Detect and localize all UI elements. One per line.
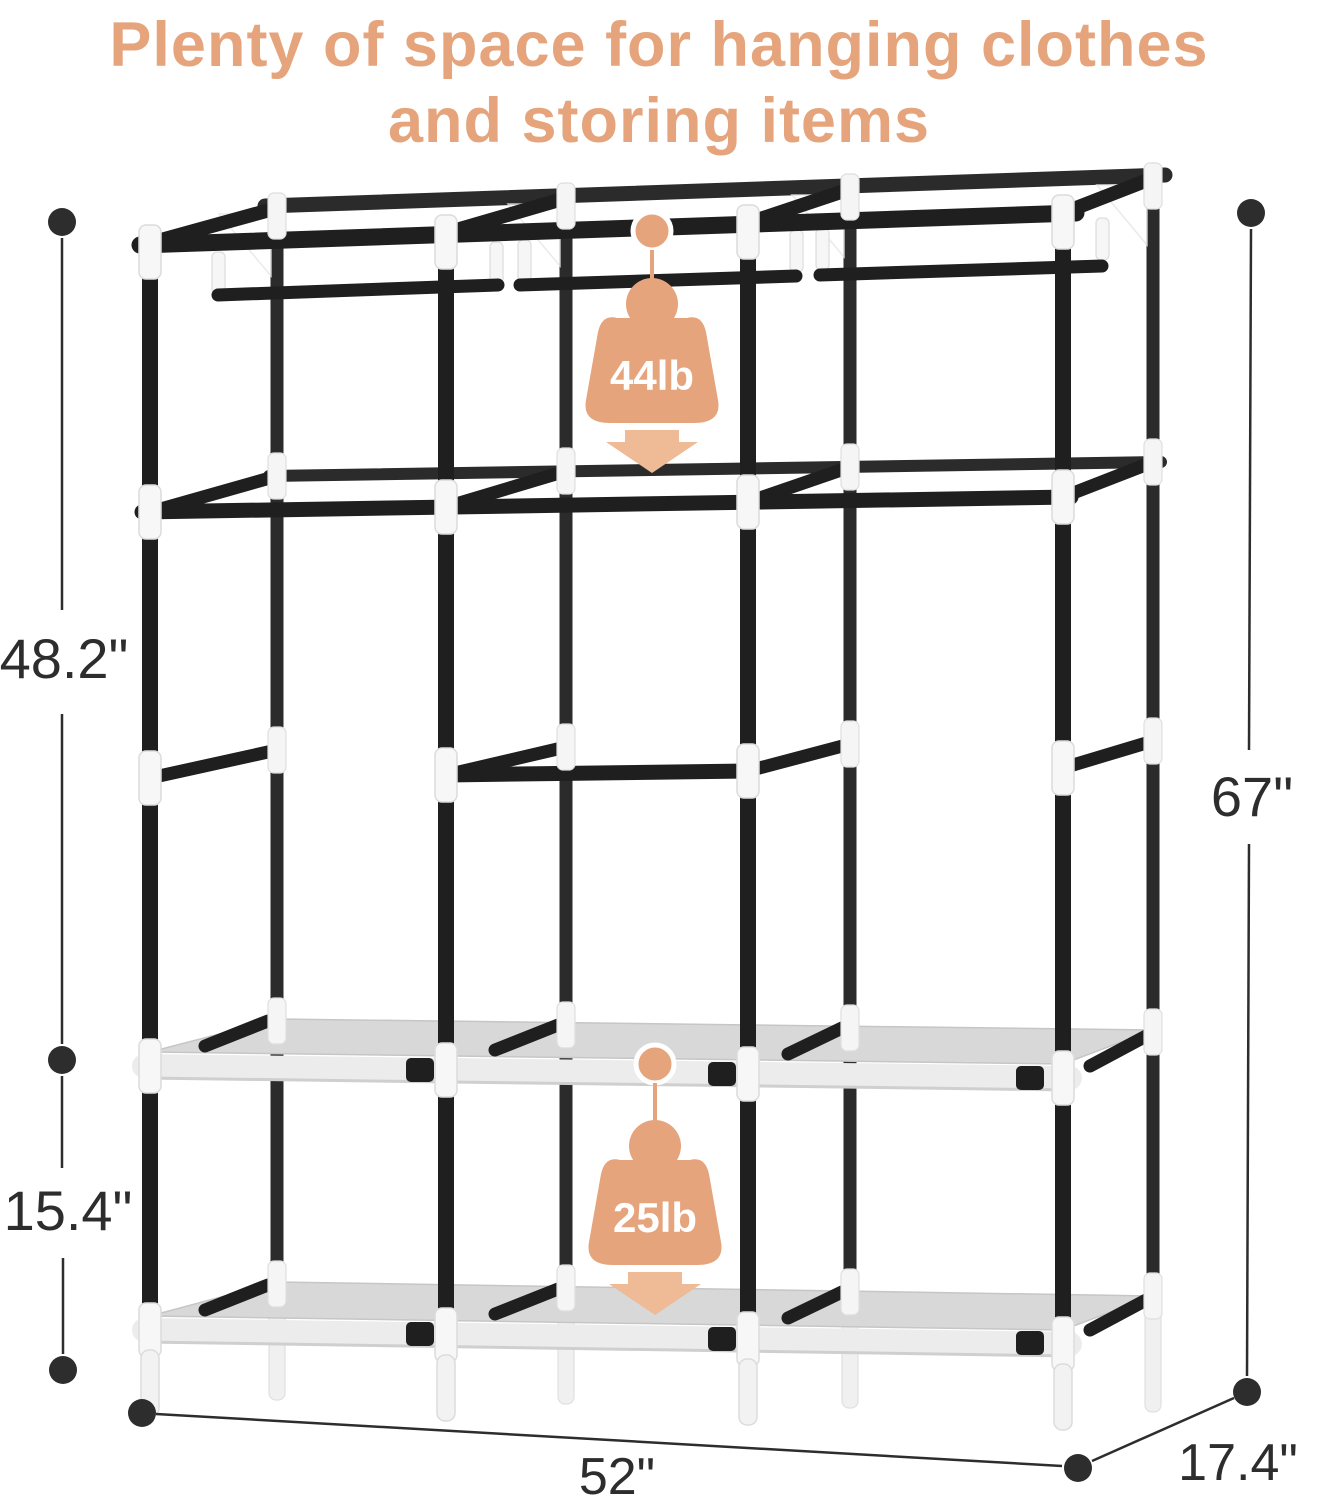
rail-clamp-icon <box>1016 1066 1044 1090</box>
width-label: 52" <box>579 1448 655 1500</box>
shelf-bracket-icon <box>198 1014 275 1053</box>
shelf-front-rail <box>132 1318 1082 1356</box>
rod-capacity-label: 44lb <box>610 352 694 399</box>
shelf-front-rail <box>132 1054 1082 1090</box>
shelf-bracket-icon <box>488 1018 565 1057</box>
mid-crossbar <box>134 489 1079 520</box>
rail-clamp-icon <box>708 1062 736 1086</box>
rod-hook-icon <box>1095 217 1110 261</box>
shelf-bracket-icon <box>781 1021 849 1061</box>
arrow-down-icon <box>606 430 698 473</box>
rail-clamp-icon <box>406 1322 434 1346</box>
hook-circle-icon <box>633 1042 677 1086</box>
arrow-down-icon <box>609 1272 701 1315</box>
hook-circle-icon <box>630 209 674 253</box>
rod-hook-icon <box>517 239 532 283</box>
title-line-2: and storing items <box>388 86 930 156</box>
rod-hook-icon <box>815 227 830 271</box>
bottom-shelf <box>132 1278 1155 1358</box>
rod-hook-icon <box>789 229 804 273</box>
center-crossbar <box>438 763 756 783</box>
total-height-label: 67" <box>1211 765 1293 828</box>
depth-dimension: 17.4" <box>1091 1396 1298 1492</box>
depth-label: 17.4" <box>1178 1434 1298 1492</box>
width-dimension: 52" <box>128 1399 1092 1500</box>
upper-height-label: 48.2" <box>0 627 128 690</box>
back-frame <box>257 167 1173 1309</box>
lower-height-label: 15.4" <box>4 1179 133 1242</box>
shelf-bracket-icon <box>1083 1028 1155 1073</box>
shelf-bracket-icon <box>1083 1292 1155 1337</box>
shelf-capacity-label: 25lb <box>613 1194 697 1241</box>
shelf-bracket-icon <box>488 1282 565 1321</box>
rail-clamp-icon <box>406 1058 434 1082</box>
rail-clamp-icon <box>708 1327 736 1351</box>
front-rails <box>131 204 1085 783</box>
shelf-capacity-badge: 25lb <box>588 1042 722 1315</box>
lower-height-dimension: 15.4" <box>4 1076 133 1384</box>
rail-clamp-icon <box>1016 1331 1044 1355</box>
shelf-bracket-icon <box>198 1278 275 1317</box>
title-line-1: Plenty of space for hanging clothes <box>109 10 1208 80</box>
dimension-annotations: 48.2" 15.4" 67" 52" 17.4" <box>0 199 1298 1500</box>
shelf-bracket-icon <box>781 1285 849 1325</box>
rod-hook-icon <box>489 241 504 285</box>
weight-icon: 44lb <box>585 278 719 423</box>
rod-capacity-badge: 44lb <box>585 209 719 473</box>
top-front-rail <box>131 204 1085 254</box>
total-height-dimension: 67" <box>1211 199 1293 1406</box>
hanging-rod <box>211 278 505 302</box>
weight-icon: 25lb <box>588 1120 722 1265</box>
rod-hook-icon <box>211 251 226 295</box>
page-title: Plenty of space for hanging clothes and … <box>109 10 1208 156</box>
upper-height-dimension: 48.2" <box>0 208 128 1074</box>
